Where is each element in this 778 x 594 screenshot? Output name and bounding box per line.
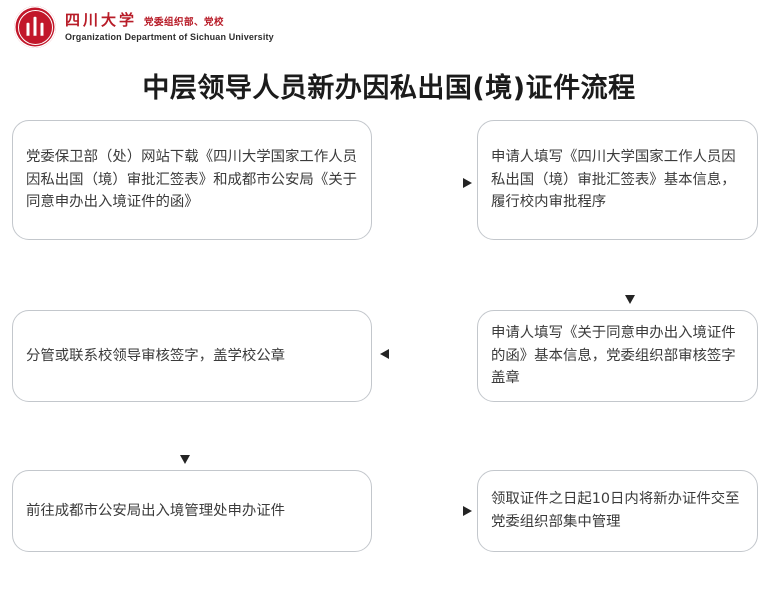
flow-node-4: 分管或联系校领导审核签字，盖学校公章 xyxy=(12,310,372,402)
flow-node-3-label: 申请人填写《关于同意申办出入境证件的函》基本信息，党委组织部审核签字盖章 xyxy=(491,324,736,387)
brand-wordmark: 四川大学 党委组织部、党校 Organization Department of… xyxy=(65,10,274,43)
flow-node-1: 党委保卫部（处）网站下载《四川大学国家工作人员因私出国（境）审批汇签表》和成都市… xyxy=(12,120,372,240)
flow-node-5-label: 前往成都市公安局出入境管理处申办证件 xyxy=(26,502,286,519)
flow-node-2-label: 申请人填写《四川大学国家工作人员因私出国（境）审批汇签表》基本信息，履行校内审批… xyxy=(491,148,736,211)
arrow-down-icon-node2-to-node3 xyxy=(620,248,640,304)
seal-pagoda-glyph xyxy=(26,16,44,36)
arrow-left-icon-node3-to-node4 xyxy=(380,344,472,364)
brand-header: 四川大学 党委组织部、党校 Organization Department of… xyxy=(14,6,274,48)
flow-node-5: 前往成都市公安局出入境管理处申办证件 xyxy=(12,470,372,552)
brand-wordmark-row: 四川大学 党委组织部、党校 xyxy=(65,10,274,29)
flow-node-2: 申请人填写《四川大学国家工作人员因私出国（境）审批汇签表》基本信息，履行校内审批… xyxy=(477,120,758,240)
page-title: 中层领导人员新办因私出国(境)证件流程 xyxy=(142,73,636,104)
arrow-right-icon-node5-to-node6 xyxy=(380,501,472,521)
org-english-name: Organization Department of Sichuan Unive… xyxy=(65,31,274,42)
arrow-right-icon-node1-to-node2 xyxy=(380,173,472,193)
flow-node-4-label: 分管或联系校领导审核签字，盖学校公章 xyxy=(26,347,286,364)
flow-node-6: 领取证件之日起10日内将新办证件交至党委组织部集中管理 xyxy=(477,470,758,552)
flow-node-3: 申请人填写《关于同意申办出入境证件的函》基本信息，党委组织部审核签字盖章 xyxy=(477,310,758,402)
org-chinese-name: 四川大学 xyxy=(65,10,138,29)
org-chinese-department: 党委组织部、党校 xyxy=(144,16,225,28)
sichuan-university-seal-icon xyxy=(14,6,56,48)
arrow-down-icon-node4-to-node5 xyxy=(175,408,195,464)
flow-node-6-label: 领取证件之日起10日内将新办证件交至党委组织部集中管理 xyxy=(491,491,740,530)
flow-node-1-label: 党委保卫部（处）网站下载《四川大学国家工作人员因私出国（境）审批汇签表》和成都市… xyxy=(26,148,357,211)
